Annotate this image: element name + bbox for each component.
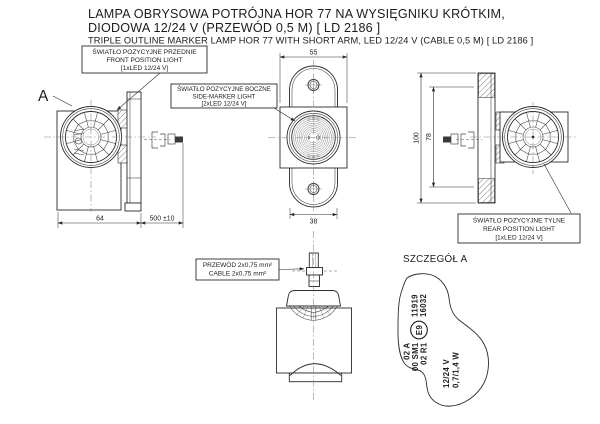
dim-38-text: 38 <box>310 219 318 226</box>
dimension-55: 55 <box>279 50 348 103</box>
detail-a-pointer-label: A <box>38 88 49 105</box>
code-2: 00 SM1 <box>411 342 420 371</box>
callout-side-line-2: SIDE-MARKER LIGHT <box>193 93 256 100</box>
detail-a-lens-outline <box>397 273 489 407</box>
rating-voltage: 12/24 V <box>442 359 451 388</box>
callout-rear-position-light: ŚWIATŁO POZYCYJNE TYLNE REAR POSITION LI… <box>457 213 581 244</box>
callout-front-line-2: FRONT POSITION LIGHT <box>106 57 182 64</box>
callout-cable: PRZEWÓD 2x0,75 mm² CABLE 2x0,75 mm² <box>195 258 305 281</box>
dimension-38: 38 <box>289 208 338 226</box>
right-side-view: 100 78 <box>414 72 578 214</box>
left-side-view: 64 500 ±10 A <box>38 88 184 228</box>
callout-side-line-1: ŚWIATŁO POZYCYJNE BOCZNE <box>177 85 271 93</box>
title-line-3: TRIPLE OUTLINE MARKER LAMP HOR 77 WITH S… <box>88 36 533 46</box>
type-approval-mark-mini <box>73 128 85 156</box>
dim-500-text: 500 ±10 <box>150 216 175 223</box>
dim-100-text: 100 <box>414 132 421 144</box>
callout-front-position-light: ŚWIATŁO POZYCYJNE PRZEDNIE FRONT POSITIO… <box>81 45 208 111</box>
callout-cable-line-2: CABLE 2x0,75 mm² <box>209 271 267 278</box>
rating-group: 12/24 V 0,7/1,4 W <box>442 352 461 388</box>
code-3: 02 R1 <box>420 342 429 365</box>
callout-rear-line-3: [1xLED 12/24 V] <box>495 234 543 241</box>
dimension-100: 100 <box>414 72 476 204</box>
rating-wattage: 0,7/1,4 W <box>452 352 461 388</box>
front-view: 55 38 <box>268 50 358 226</box>
dimension-500: 500 ±10 <box>140 143 184 228</box>
cable-connector-symbols-right <box>443 131 482 149</box>
e-mark-text: E9 <box>415 325 424 336</box>
callout-front-line-3: [1xLED 12/24 V] <box>121 65 169 72</box>
dim-78-text: 78 <box>426 133 433 141</box>
title-line-2: DIODOWA 12/24 V (PRZEWÓD 0,5 M) [ LD 218… <box>88 20 380 35</box>
cable-exit <box>292 252 337 287</box>
e-mark-group: E9 11919 16032 02 A 00 SM1 02 R1 <box>403 293 429 371</box>
title-line-1: LAMPA OBRYSOWA POTRÓJNA HOR 77 NA WYSIĘG… <box>88 6 505 21</box>
callout-side-marker-light: ŚWIATŁO POZYCYJNE BOCZNE SIDE-MARKER LIG… <box>170 83 296 122</box>
detail-a: SZCZEGÓŁ A E9 11919 16032 02 A 00 SM1 02… <box>397 254 489 407</box>
approval-number-2: 16032 <box>419 293 428 317</box>
callout-rear-line-2: REAR POSITION LIGHT <box>483 226 555 233</box>
callout-rear-line-1: ŚWIATŁO POZYCYJNE TYLNE <box>473 216 566 225</box>
bottom-view <box>276 231 352 402</box>
code-1: 02 A <box>403 342 412 359</box>
dimension-64: 64 <box>57 212 142 228</box>
callout-cable-line-1: PRZEWÓD 2x0,75 mm² <box>203 260 273 269</box>
dimension-78: 78 <box>426 86 474 188</box>
callout-side-line-3: [2xLED 12/24 V] <box>201 101 246 108</box>
dim-55-text: 55 <box>310 50 318 57</box>
detail-a-heading: SZCZEGÓŁ A <box>403 254 468 265</box>
dim-64-text: 64 <box>96 216 104 223</box>
drawing-title: LAMPA OBRYSOWA POTRÓJNA HOR 77 NA WYSIĘG… <box>88 6 533 46</box>
cable-connector-symbols-left <box>144 131 183 149</box>
approval-number-1: 11919 <box>411 294 420 317</box>
mounting-hole-bottom <box>305 181 322 197</box>
callout-front-line-1: ŚWIATŁO POZYCYJNE PRZEDNIE <box>92 47 197 56</box>
